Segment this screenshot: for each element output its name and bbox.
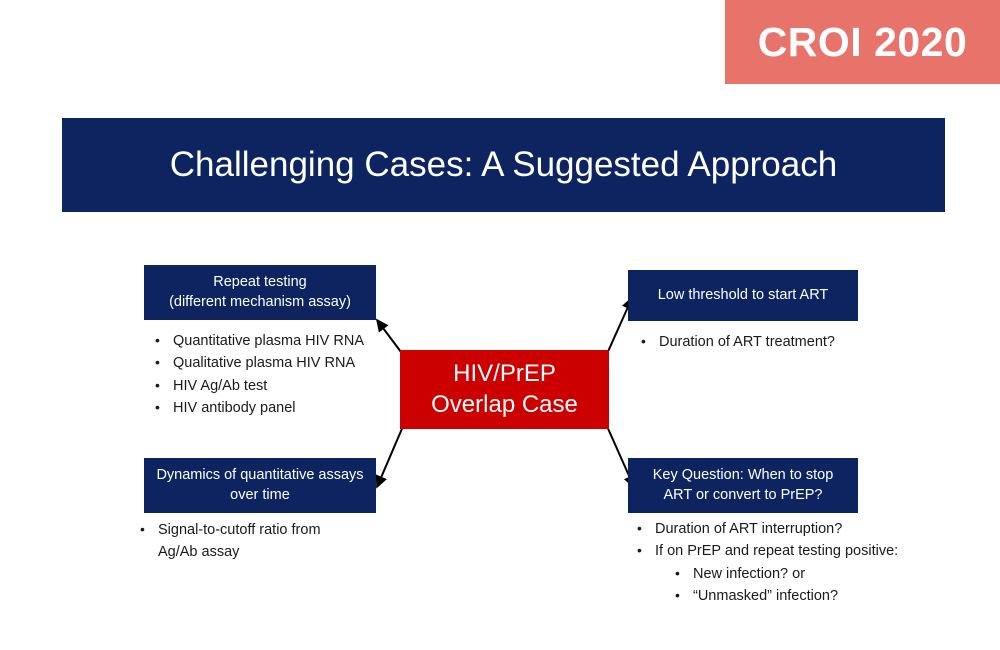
list-item: • If on PrEP and repeat testing positive… — [637, 540, 947, 562]
node-key-question-label: Key Question: When to stop ART or conver… — [652, 467, 834, 503]
bullet-icon: • — [155, 354, 160, 371]
bullets-key-question: • Duration of ART interruption? • If on … — [637, 518, 947, 608]
bullets-dynamics: • Signal-to-cutoff ratio from Ag/Ab assa… — [140, 519, 390, 564]
bullet-icon: • — [155, 332, 160, 348]
list-item-text: Signal-to-cutoff ratio from Ag/Ab assay — [158, 522, 321, 561]
list-item: • Duration of ART treatment? — [641, 331, 901, 353]
connector-center-to-dynamics — [375, 423, 405, 489]
list-item: • New infection? or — [675, 563, 947, 585]
list-item: • Duration of ART interruption? — [637, 518, 947, 540]
bullet-icon: • — [155, 399, 160, 416]
node-repeat-testing[interactable]: Repeat testing (different mechanism assa… — [144, 265, 376, 320]
center-node-label: HIV/PrEP Overlap Case — [431, 359, 578, 418]
bullet-icon: • — [675, 587, 680, 604]
node-key-question[interactable]: Key Question: When to stop ART or conver… — [628, 458, 858, 513]
list-item-text: HIV antibody panel — [173, 400, 296, 417]
list-item: • Qualitative plasma HIV RNA — [155, 352, 415, 374]
center-node-hiv-prep-overlap-case[interactable]: HIV/PrEP Overlap Case — [400, 350, 609, 429]
node-repeat-testing-label: Repeat testing (different mechanism assa… — [169, 274, 351, 310]
node-low-threshold-to-start-art[interactable]: Low threshold to start ART — [628, 270, 858, 321]
list-item: • HIV Ag/Ab test — [155, 375, 415, 397]
list-item: • Signal-to-cutoff ratio from Ag/Ab assa… — [140, 519, 390, 564]
list-item-text: Qualitative plasma HIV RNA — [173, 355, 356, 372]
bullets-repeat-testing: • Quantitative plasma HIV RNA • Qualitat… — [155, 330, 415, 420]
list-item: • Quantitative plasma HIV RNA — [155, 330, 415, 352]
list-item: • “Unmasked” infection? — [675, 585, 947, 607]
node-dynamics-label: Dynamics of quantitative assays over tim… — [156, 467, 364, 503]
list-item-text: Duration of ART interruption? — [655, 521, 843, 537]
slide-title-bar: Challenging Cases: A Suggested Approach — [62, 118, 945, 212]
bullet-icon: • — [637, 542, 642, 559]
node-low-threshold-label: Low threshold to start ART — [657, 286, 829, 303]
bullet-icon: • — [675, 564, 680, 581]
list-item-text: HIV Ag/Ab test — [173, 377, 268, 394]
list-item-text: New infection? or — [693, 565, 806, 582]
bullet-icon: • — [155, 376, 160, 393]
bullet-icon: • — [641, 333, 646, 349]
slide-title: Challenging Cases: A Suggested Approach — [169, 144, 838, 184]
croi-banner-label: CROI 2020 — [757, 18, 968, 65]
list-item-text: If on PrEP and repeat testing positive: — [655, 543, 899, 560]
list-item-text: “Unmasked” infection? — [693, 588, 839, 605]
list-item-text: Duration of ART treatment? — [659, 334, 835, 350]
croi-banner: CROI 2020 — [725, 0, 1000, 84]
bullets-low-threshold: • Duration of ART treatment? — [641, 331, 901, 353]
list-item: • HIV antibody panel — [155, 397, 415, 419]
bullet-icon: • — [140, 521, 145, 537]
bullet-icon: • — [637, 520, 642, 536]
list-item-text: Quantitative plasma HIV RNA — [173, 333, 364, 349]
node-dynamics-of-quantitative-assays[interactable]: Dynamics of quantitative assays over tim… — [144, 458, 376, 513]
